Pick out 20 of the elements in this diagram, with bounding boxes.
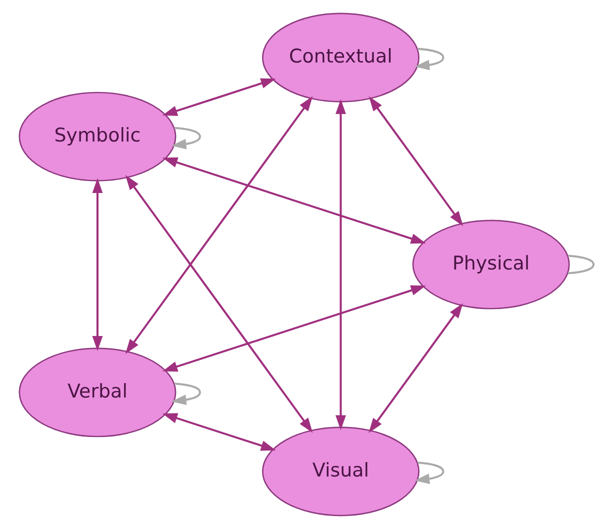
arrow [414, 48, 444, 70]
arrow [125, 174, 313, 433]
arrow [368, 303, 463, 434]
node-ellipse: Verbal [18, 348, 176, 438]
arrow [171, 382, 201, 406]
arrow [414, 462, 444, 484]
arrow [125, 96, 313, 354]
arrow [171, 126, 201, 150]
arrow [336, 99, 346, 430]
connector [568, 254, 595, 274]
arrow [368, 96, 464, 226]
node-ellipse: Contextual [262, 12, 420, 102]
arrow [162, 78, 276, 116]
arrow [92, 178, 103, 351]
arrow [162, 285, 426, 372]
arrow [162, 157, 426, 244]
node-ellipse: Physical [412, 220, 570, 310]
arrow [162, 413, 276, 451]
node-ellipse: Visual [262, 426, 420, 516]
node-ellipse: Symbolic [18, 92, 176, 182]
